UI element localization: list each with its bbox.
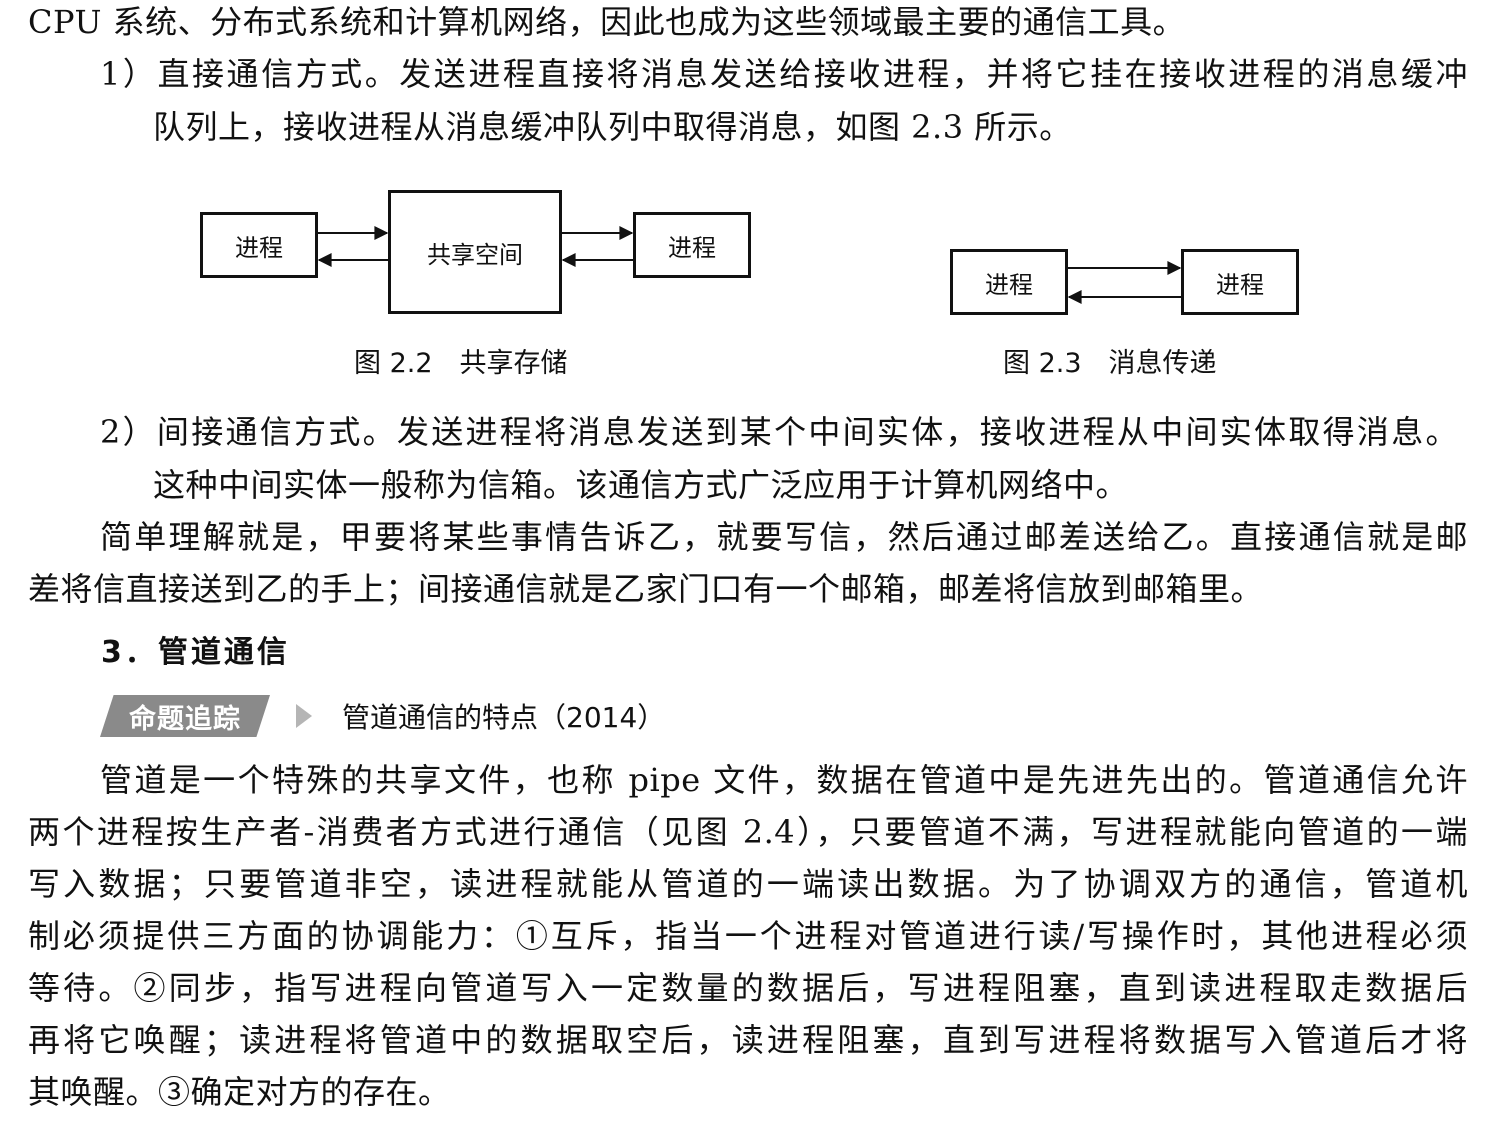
pipe-line-1: 管道是一个特殊的共享文件，也称 pipe 文件，数据在管道中是先进先出的。管道通… (100, 761, 1468, 799)
fig23-left-process-box: 进程 (950, 249, 1068, 315)
fig23-right-process-box: 进程 (1181, 249, 1299, 315)
explain-line1: 简单理解就是，甲要将某些事情告诉乙，就要写信，然后通过邮差送给乙。直接通信就是邮 (100, 518, 1468, 556)
tracker-text: 管道通信的特点（2014） (342, 701, 666, 734)
pipe-line-2: 两个进程按生产者-消费者方式进行通信（见图 2.4），只要管道不满，写进程就能向… (28, 813, 1468, 851)
pipe-line-7: 其唤醒。③确定对方的存在。 (28, 1073, 451, 1111)
fig22-caption: 图 2.2 共享存储 (354, 348, 568, 379)
pipe-line-3: 写入数据；只要管道非空，读进程就能从管道的一端读出数据。为了协调双方的通信，管道… (28, 865, 1468, 903)
item2-line2: 这种中间实体一般称为信箱。该通信方式广泛应用于计算机网络中。 (153, 466, 1129, 504)
explain-line2: 差将信直接送到乙的手上；间接通信就是乙家门口有一个邮箱，邮差将信放到邮箱里。 (28, 570, 1264, 608)
fig23-caption: 图 2.3 消息传递 (1003, 348, 1217, 379)
section3-heading: 3．管道通信 (101, 635, 290, 670)
fig22-left-process-box: 进程 (200, 212, 318, 278)
pipe-line-5: 等待。②同步，指写进程向管道写入一定数量的数据后，写进程阻塞，直到读进程取走数据… (28, 969, 1468, 1007)
fig22-right-process-box: 进程 (633, 212, 751, 278)
pipe-line-6: 再将它唤醒；读进程将管道中的数据取空后，读进程阻塞，直到写进程将数据写入管道后才… (28, 1021, 1468, 1059)
play-triangle-icon (296, 704, 312, 728)
tracker-badge: 命题追踪 (100, 695, 270, 737)
proposition-tracker: 命题追踪 管道通信的特点（2014） (100, 694, 665, 738)
item2-line1: 2）间接通信方式。发送进程将消息发送到某个中间实体，接收进程从中间实体取得消息。 (100, 413, 1458, 451)
fig22-shared-space-box: 共享空间 (388, 190, 562, 314)
top-line: CPU 系统、分布式系统和计算机网络，因此也成为这些领域最主要的通信工具。 (28, 3, 1186, 41)
item1-line2: 队列上，接收进程从消息缓冲队列中取得消息，如图 2.3 所示。 (153, 108, 1072, 146)
pipe-line-4: 制必须提供三方面的协调能力：①互斥，指当一个进程对管道进行读/写操作时，其他进程… (28, 917, 1468, 955)
item1-line1: 1）直接通信方式。发送进程直接将消息发送给接收进程，并将它挂在接收进程的消息缓冲 (100, 55, 1468, 93)
